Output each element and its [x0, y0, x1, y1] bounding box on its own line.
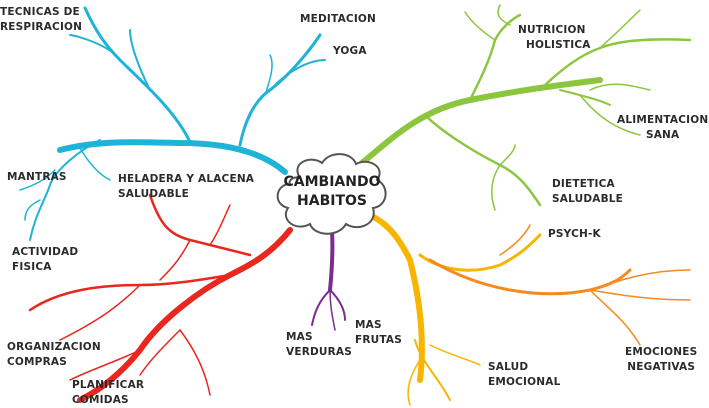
node-label-line1: SALUD [488, 361, 529, 373]
node-tecnicas-de-respiracion: TECNICAS DE RESPIRACION [0, 5, 82, 35]
node-mas-verduras: MAS VERDURAS [286, 330, 352, 360]
node-actividad-fisica: ACTIVIDAD FISICA [12, 245, 78, 275]
node-label-line1: TECNICAS DE [0, 6, 80, 18]
node-label-line2: VERDURAS [286, 346, 352, 358]
blue-branch [19, 6, 326, 241]
node-label-line2: NEGATIVAS [627, 361, 696, 373]
node-meditacion: MEDITACION [300, 12, 376, 27]
node-salud-emocional: SALUD EMOCIONAL [488, 360, 561, 390]
node-nutricion-holistica: NUTRICION HOLISTICA [518, 23, 591, 53]
node-label-line2: COMPRAS [7, 356, 67, 368]
node-label-line1: ALIMENTACION [617, 114, 709, 126]
node-label-line2: SALUDABLE [118, 188, 190, 200]
node-label-line1: EMOCIONES [625, 346, 698, 358]
node-organizacion-compras: ORGANIZACION COMPRAS [7, 340, 101, 370]
node-label-line1: YOGA [333, 45, 367, 57]
node-yoga: YOGA [333, 44, 367, 59]
red-branch [28, 193, 293, 403]
node-label-line1: PSYCH-K [548, 228, 601, 240]
node-label-line2: FRUTAS [355, 334, 403, 346]
node-label-line2: FISICA [12, 261, 52, 273]
node-label-line1: HELADERA Y ALACENA [118, 173, 255, 185]
node-label-line1: ORGANIZACION [7, 341, 101, 353]
node-label-line1: MEDITACION [300, 13, 377, 25]
orange-branch [428, 224, 691, 346]
purple-branch [311, 228, 346, 331]
node-label-line2: EMOCIONAL [488, 376, 561, 388]
node-label-line2: RESPIRACION [0, 21, 83, 33]
node-label-line1: NUTRICION [518, 24, 586, 36]
node-heladera-alacena: HELADERA Y ALACENA SALUDABLE [118, 172, 254, 202]
node-psych-k: PSYCH-K [548, 227, 601, 242]
node-mas-frutas: MAS FRUTAS [355, 318, 402, 348]
central-topic: CAMBIANDO HABITOS [282, 173, 382, 211]
green-branch [359, 4, 692, 211]
node-label-line1: ACTIVIDAD [12, 246, 79, 258]
central-topic-line2: HABITOS [297, 193, 367, 209]
node-label-line1: DIETETICA [552, 178, 615, 190]
node-label-line2: SANA [645, 129, 680, 141]
node-label-line1: MAS [355, 319, 382, 331]
node-alimentacion-sana: ALIMENTACION SANA [617, 113, 708, 143]
central-topic-line1: CAMBIANDO [283, 174, 381, 190]
node-label-line1: MANTRAS [7, 171, 67, 183]
node-dietetica-saludable: DIETETICA SALUDABLE [552, 177, 623, 207]
node-emociones-negativas: EMOCIONES NEGATIVAS [625, 345, 697, 375]
node-label-line2: COMIDAS [72, 394, 129, 406]
node-mantras: MANTRAS [7, 170, 67, 185]
node-label-line2: HOLISTICA [526, 39, 591, 51]
node-label-line1: PLANIFICAR [72, 379, 145, 391]
node-label-line1: MAS [286, 331, 313, 343]
central-cloud [276, 153, 387, 235]
node-planificar-comidas: PLANIFICAR COMIDAS [72, 378, 144, 408]
node-label-line2: SALUDABLE [552, 193, 624, 205]
